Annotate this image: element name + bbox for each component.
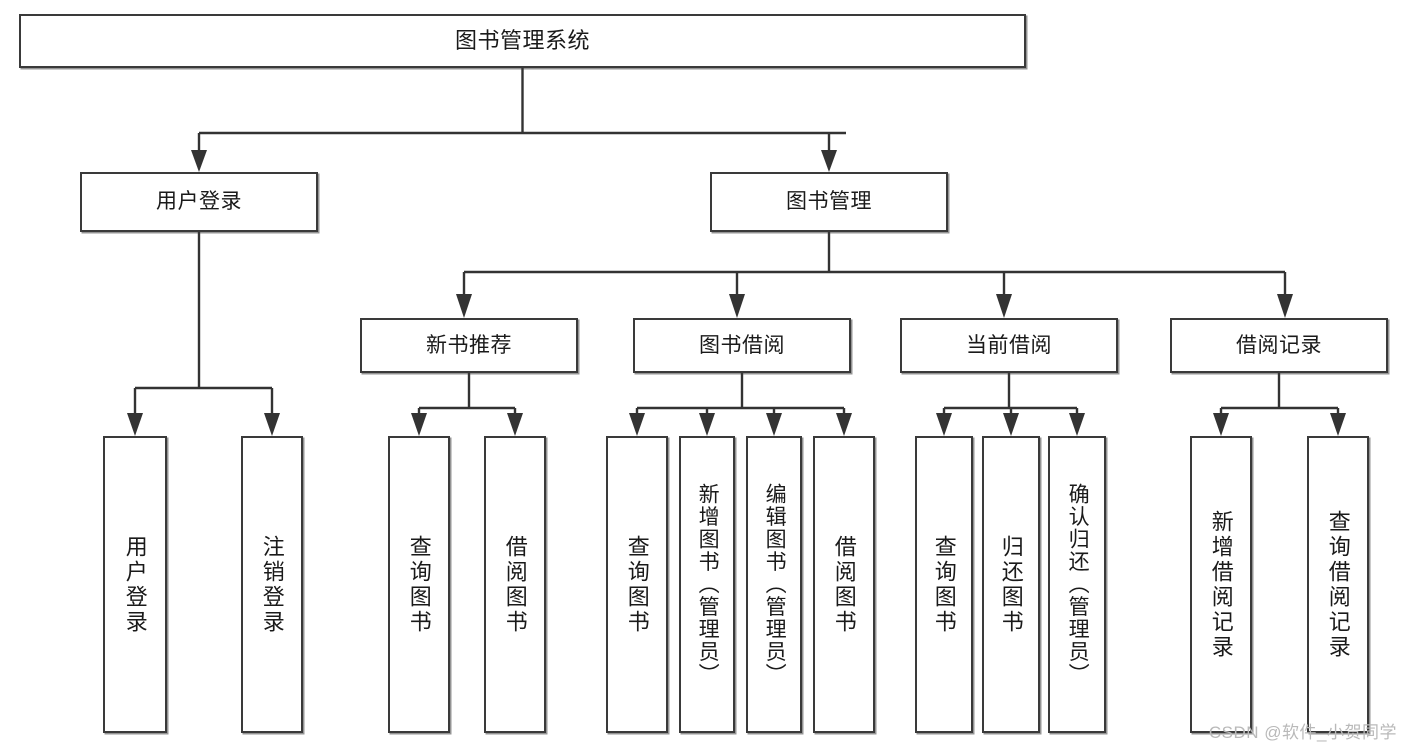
node-leaf-logout[interactable]: 注销登录	[241, 436, 303, 733]
arrowhead-leaf-add-book	[699, 413, 715, 436]
node-leaf-return-book-label: 归还图书	[998, 534, 1024, 635]
arrowhead-leaf-query-book-1	[411, 413, 427, 436]
node-leaf-query-book-1[interactable]: 查询图书	[388, 436, 450, 733]
arrowhead-leaf-confirm-return	[1069, 413, 1085, 436]
node-borrow-record-label: 借阅记录	[1236, 333, 1322, 357]
node-leaf-query-book-3[interactable]: 查询图书	[915, 436, 973, 733]
arrowhead-new-book-recommend	[456, 294, 472, 318]
node-user-login[interactable]: 用户登录	[80, 172, 318, 232]
node-leaf-return-book[interactable]: 归还图书	[982, 436, 1040, 733]
node-current-borrow-label: 当前借阅	[966, 333, 1052, 357]
node-leaf-query-record-label: 查询借阅记录	[1325, 509, 1351, 660]
node-leaf-query-book-2-label: 查询图书	[624, 534, 650, 635]
node-leaf-borrow-book-1[interactable]: 借阅图书	[484, 436, 546, 733]
node-root[interactable]: 图书管理系统	[19, 14, 1026, 68]
arrowhead-leaf-query-book-3	[936, 413, 952, 436]
node-new-book-recommend[interactable]: 新书推荐	[360, 318, 578, 373]
node-leaf-query-book-1-label: 查询图书	[406, 534, 432, 635]
node-leaf-edit-book-label: 编辑图书（管理员）	[763, 483, 787, 686]
node-leaf-confirm-return[interactable]: 确认归还（管理员）	[1048, 436, 1106, 733]
node-leaf-query-book-3-label: 查询图书	[931, 534, 957, 635]
node-book-manage-label: 图书管理	[786, 190, 872, 214]
node-borrow-record[interactable]: 借阅记录	[1170, 318, 1388, 373]
node-leaf-edit-book[interactable]: 编辑图书（管理员）	[746, 436, 802, 733]
node-book-borrow[interactable]: 图书借阅	[633, 318, 851, 373]
node-leaf-borrow-book-1-label: 借阅图书	[502, 534, 528, 635]
arrowhead-leaf-logout	[264, 413, 280, 436]
arrowhead-current-borrow	[996, 294, 1012, 318]
node-leaf-user-login[interactable]: 用户登录	[103, 436, 167, 733]
arrowhead-leaf-query-record	[1330, 413, 1346, 436]
node-leaf-borrow-book-2[interactable]: 借阅图书	[813, 436, 875, 733]
node-leaf-confirm-return-label: 确认归还（管理员）	[1066, 483, 1090, 686]
node-leaf-add-book[interactable]: 新增图书（管理员）	[679, 436, 735, 733]
node-leaf-add-record[interactable]: 新增借阅记录	[1190, 436, 1252, 733]
arrowhead-book-manage	[821, 150, 837, 172]
node-leaf-user-login-label: 用户登录	[122, 534, 148, 635]
node-new-book-recommend-label: 新书推荐	[426, 333, 512, 357]
node-leaf-add-book-label: 新增图书（管理员）	[696, 483, 720, 686]
arrowhead-borrow-record	[1277, 294, 1293, 318]
node-leaf-query-record[interactable]: 查询借阅记录	[1307, 436, 1369, 733]
node-leaf-query-book-2[interactable]: 查询图书	[606, 436, 668, 733]
arrowhead-book-borrow	[729, 294, 745, 318]
arrowhead-leaf-query-book-2	[629, 413, 645, 436]
node-leaf-borrow-book-2-label: 借阅图书	[831, 534, 857, 635]
arrowhead-leaf-borrow-book-2	[836, 413, 852, 436]
node-book-manage[interactable]: 图书管理	[710, 172, 948, 232]
arrowhead-leaf-user-login	[127, 413, 143, 436]
node-root-label: 图书管理系统	[454, 27, 590, 53]
arrowhead-user-login	[191, 150, 207, 172]
node-user-login-label: 用户登录	[156, 190, 242, 214]
arrowhead-leaf-edit-book	[766, 413, 782, 436]
node-current-borrow[interactable]: 当前借阅	[900, 318, 1118, 373]
arrowhead-leaf-add-record	[1213, 413, 1229, 436]
node-leaf-logout-label: 注销登录	[259, 534, 285, 635]
node-book-borrow-label: 图书借阅	[699, 333, 785, 357]
watermark: CSDN @软件_小贺同学	[1208, 723, 1397, 742]
arrowhead-leaf-borrow-book-1	[507, 413, 523, 436]
arrowhead-leaf-return-book	[1003, 413, 1019, 436]
node-leaf-add-record-label: 新增借阅记录	[1208, 509, 1234, 660]
